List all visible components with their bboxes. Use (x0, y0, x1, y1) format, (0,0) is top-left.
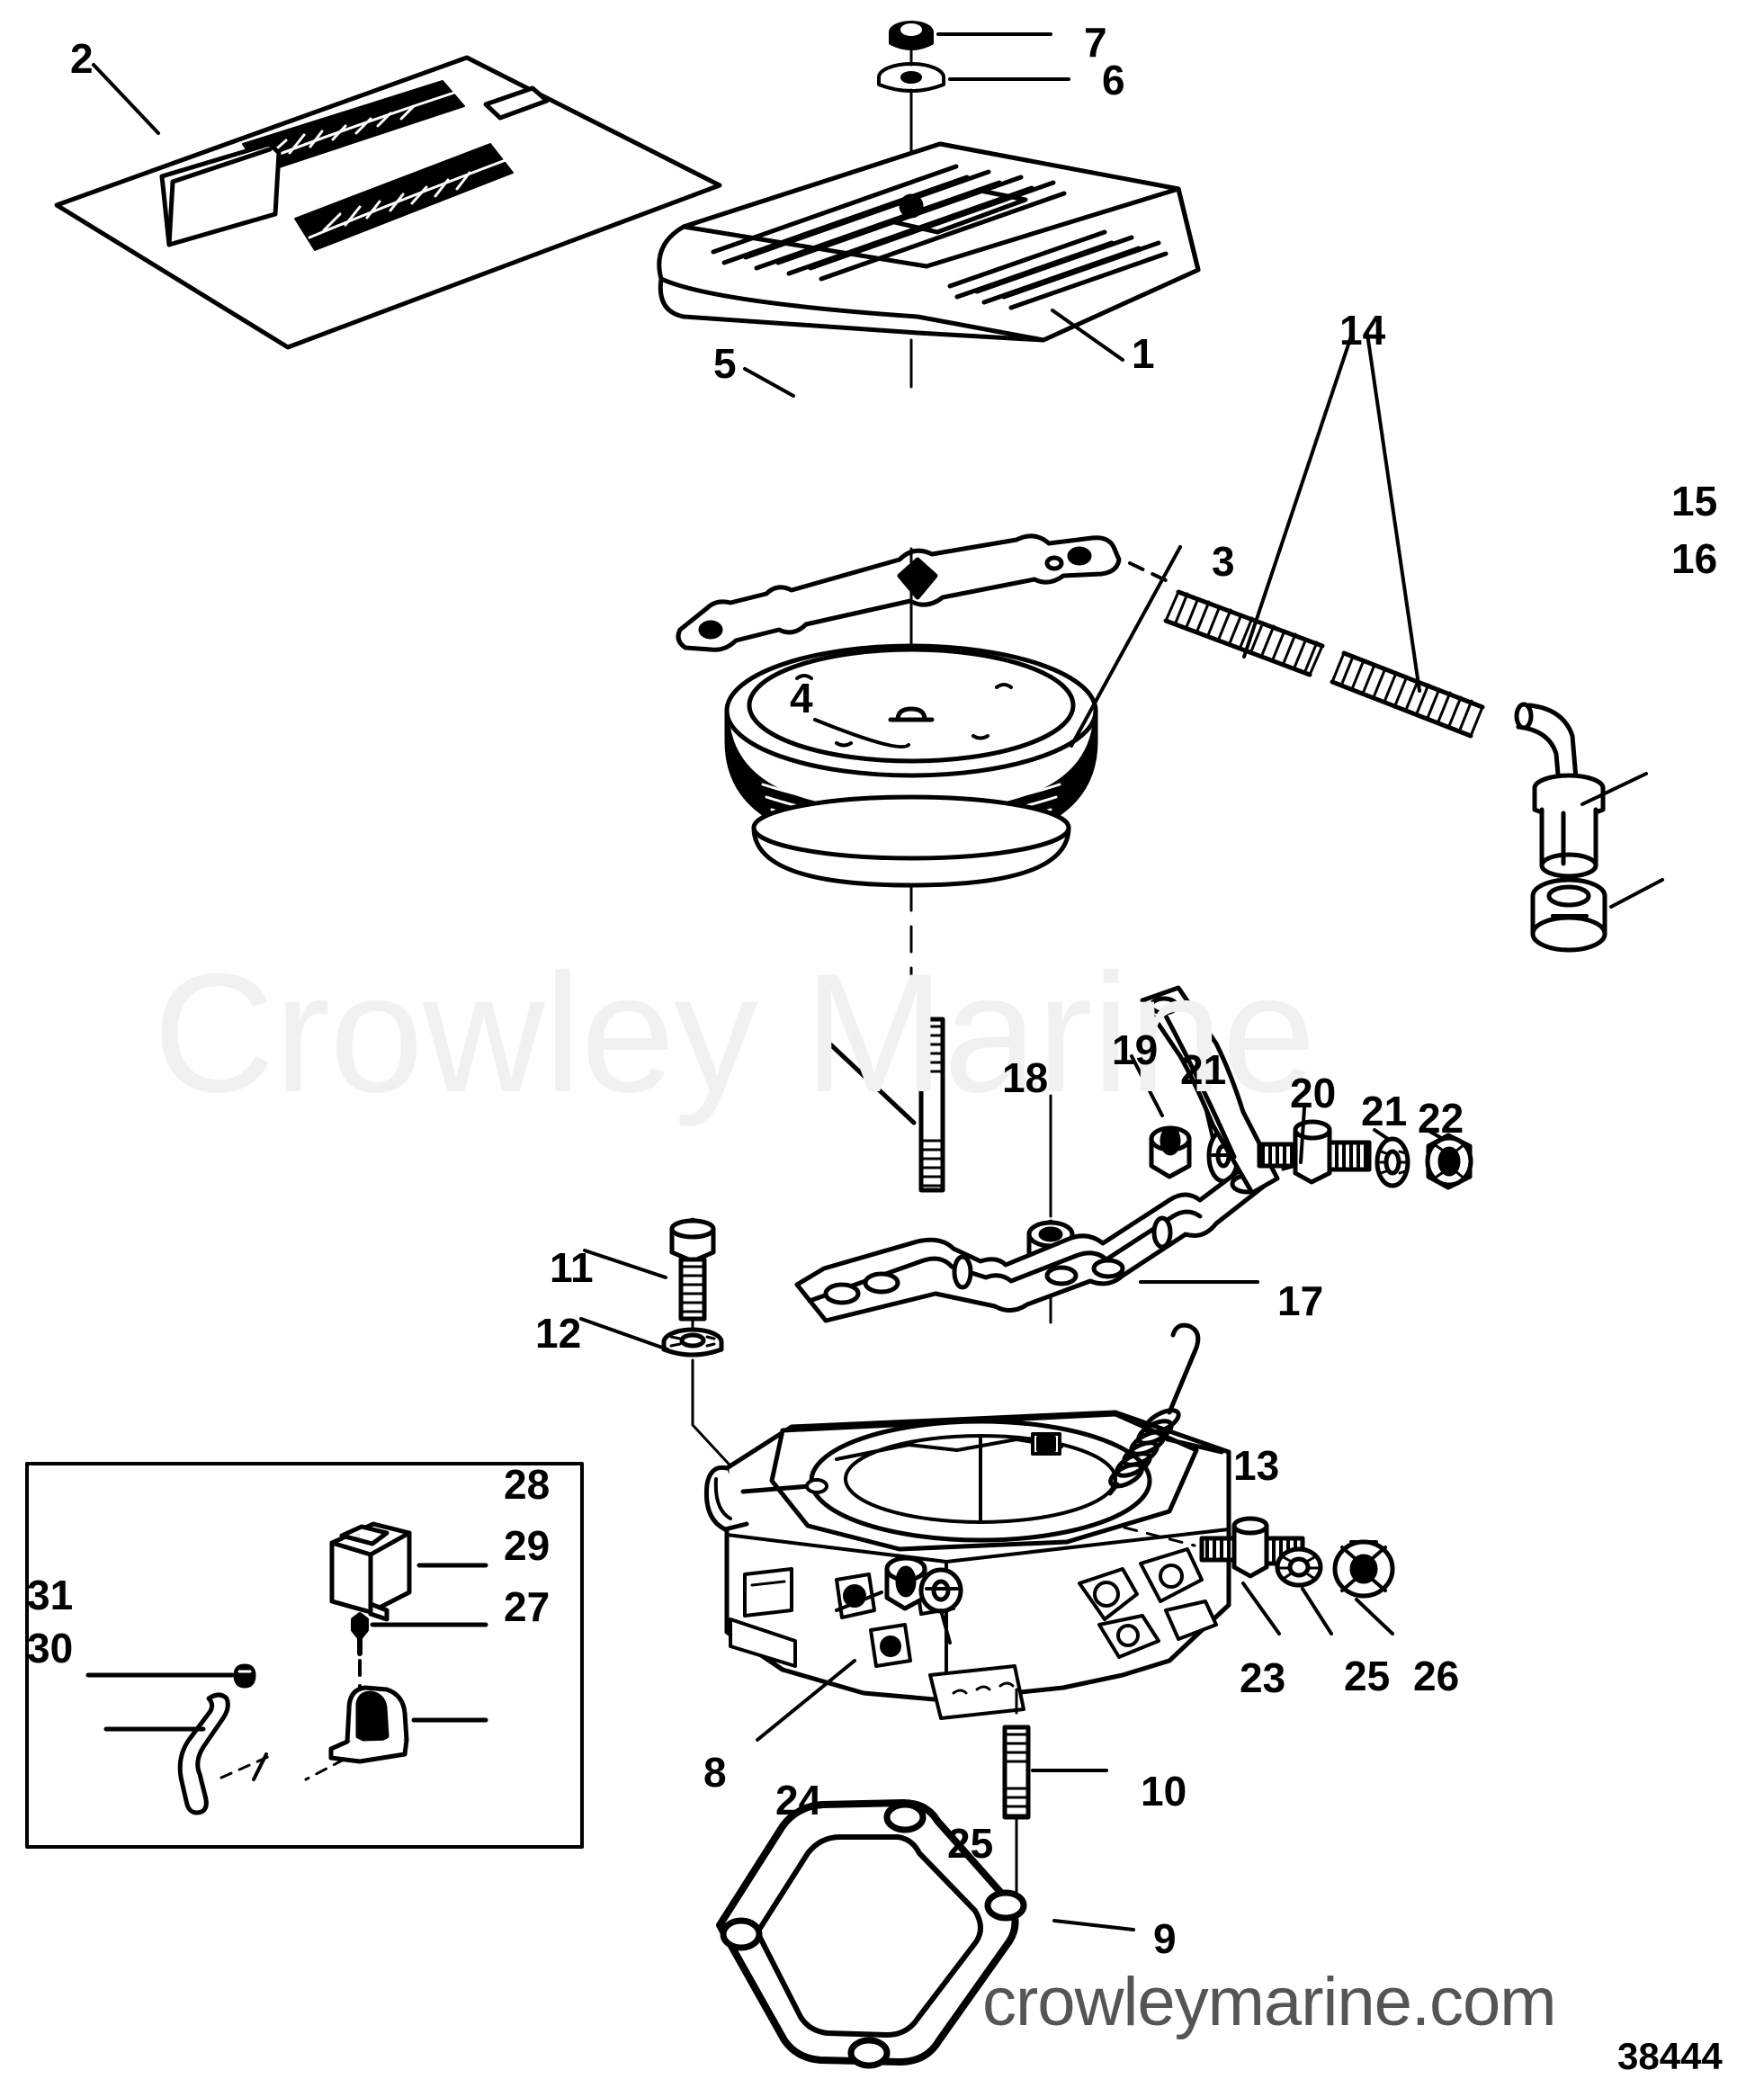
callout-locknut: 22 (1418, 1095, 1464, 1142)
part-washer-21-right (1373, 1128, 1410, 1188)
part-throttle-lever-bracket (794, 985, 1344, 1323)
callout-washer-bolt: 12 (535, 1310, 582, 1357)
callout-stud-shoulder-bolt: 20 (1290, 1070, 1337, 1116)
part-locknut-22 (1425, 1130, 1473, 1190)
callout-grommet: 16 (1671, 535, 1718, 582)
callout-washer: 25 (1344, 1653, 1391, 1699)
callout-return-spring: 13 (1233, 1442, 1280, 1489)
callout-washer: 21 (1361, 1088, 1408, 1134)
part-pcv-valve-elbow (1514, 702, 1648, 879)
part-stud-long (825, 1017, 945, 1193)
callout-pin: 29 (504, 1522, 551, 1569)
callout-locknut: 26 (1413, 1653, 1460, 1699)
part-nut-7 (889, 21, 1052, 50)
callout-bracket-arm: 5 (713, 340, 737, 387)
part-stud-10 (1002, 1725, 1108, 1896)
part-ventilation-hose (1128, 332, 1485, 739)
callout-stud-base: 10 (1141, 1768, 1187, 1815)
part-washer-12 (579, 1317, 739, 1475)
callout-stud-shoulder: 23 (1240, 1654, 1286, 1701)
callout-washer: 21 (1180, 1046, 1227, 1093)
part-carburetor-base-gasket (716, 1799, 1135, 2069)
callout-cable-clamp: 27 (504, 1583, 551, 1630)
callout-pcv-valve-elbow: 15 (1671, 478, 1718, 524)
callout-carburetor-body: 8 (703, 1749, 727, 1796)
callout-nut-cover: 7 (1084, 19, 1107, 66)
part-nut-19 (1130, 1054, 1192, 1179)
part-return-spring (1107, 1322, 1224, 1496)
callout-carburetor-base-gasket: 9 (1153, 1915, 1177, 1962)
callout-retaining-clip: 31 (27, 1572, 74, 1618)
callout-flame-arrestor-cover: 1 (1132, 330, 1155, 377)
watermark-footer: crowleymarine.com (982, 1964, 1557, 2040)
callout-decal-sheet: 2 (70, 35, 94, 82)
part-washer-25-left (918, 1567, 963, 1644)
inset-pointer (252, 1752, 268, 1781)
callout-nut: 19 (1112, 1026, 1159, 1073)
part-bracket-arm (676, 367, 1122, 652)
part-cable-clamp (304, 1685, 488, 1781)
callout-crankcase-ventilation-hose: 14 (1339, 307, 1386, 354)
part-decal-sheet (54, 55, 722, 350)
diagram-number: 38444 (1617, 2035, 1723, 2077)
callout-bolt-hex-head: 11 (550, 1244, 594, 1291)
callout-connector-block: 28 (504, 1461, 551, 1508)
callout-washer: 25 (947, 1820, 994, 1867)
part-bolt-11 (583, 1217, 716, 1339)
part-retaining-clip (85, 1663, 256, 1689)
part-flame-arrestor (724, 545, 1182, 888)
inset-panel (25, 1462, 584, 1849)
part-washer-6 (877, 62, 1070, 93)
callout-link-rod: 30 (27, 1625, 74, 1671)
part-nut-24 (835, 1555, 927, 1612)
callout-washer-cover: 6 (1102, 57, 1125, 103)
part-grommet (1530, 877, 1664, 953)
part-washer-25-right (1275, 1546, 1333, 1635)
callout-locknut: 18 (1002, 1054, 1049, 1101)
callout-flame-arrestor: 3 (1212, 538, 1235, 585)
part-locknut-26 (1332, 1539, 1395, 1635)
callout-nut: 24 (775, 1777, 822, 1824)
part-link-rod (103, 1692, 272, 1815)
callout-stud-long: 4 (790, 675, 813, 721)
part-pin (351, 1533, 488, 1693)
part-carburetor-body (703, 1410, 1231, 1742)
callout-throttle-lever-bracket: 17 (1277, 1277, 1324, 1324)
part-stud-20 (1257, 1107, 1372, 1185)
part-flame-arrestor-cover (657, 141, 1201, 362)
part-connector-block (329, 1521, 488, 1622)
